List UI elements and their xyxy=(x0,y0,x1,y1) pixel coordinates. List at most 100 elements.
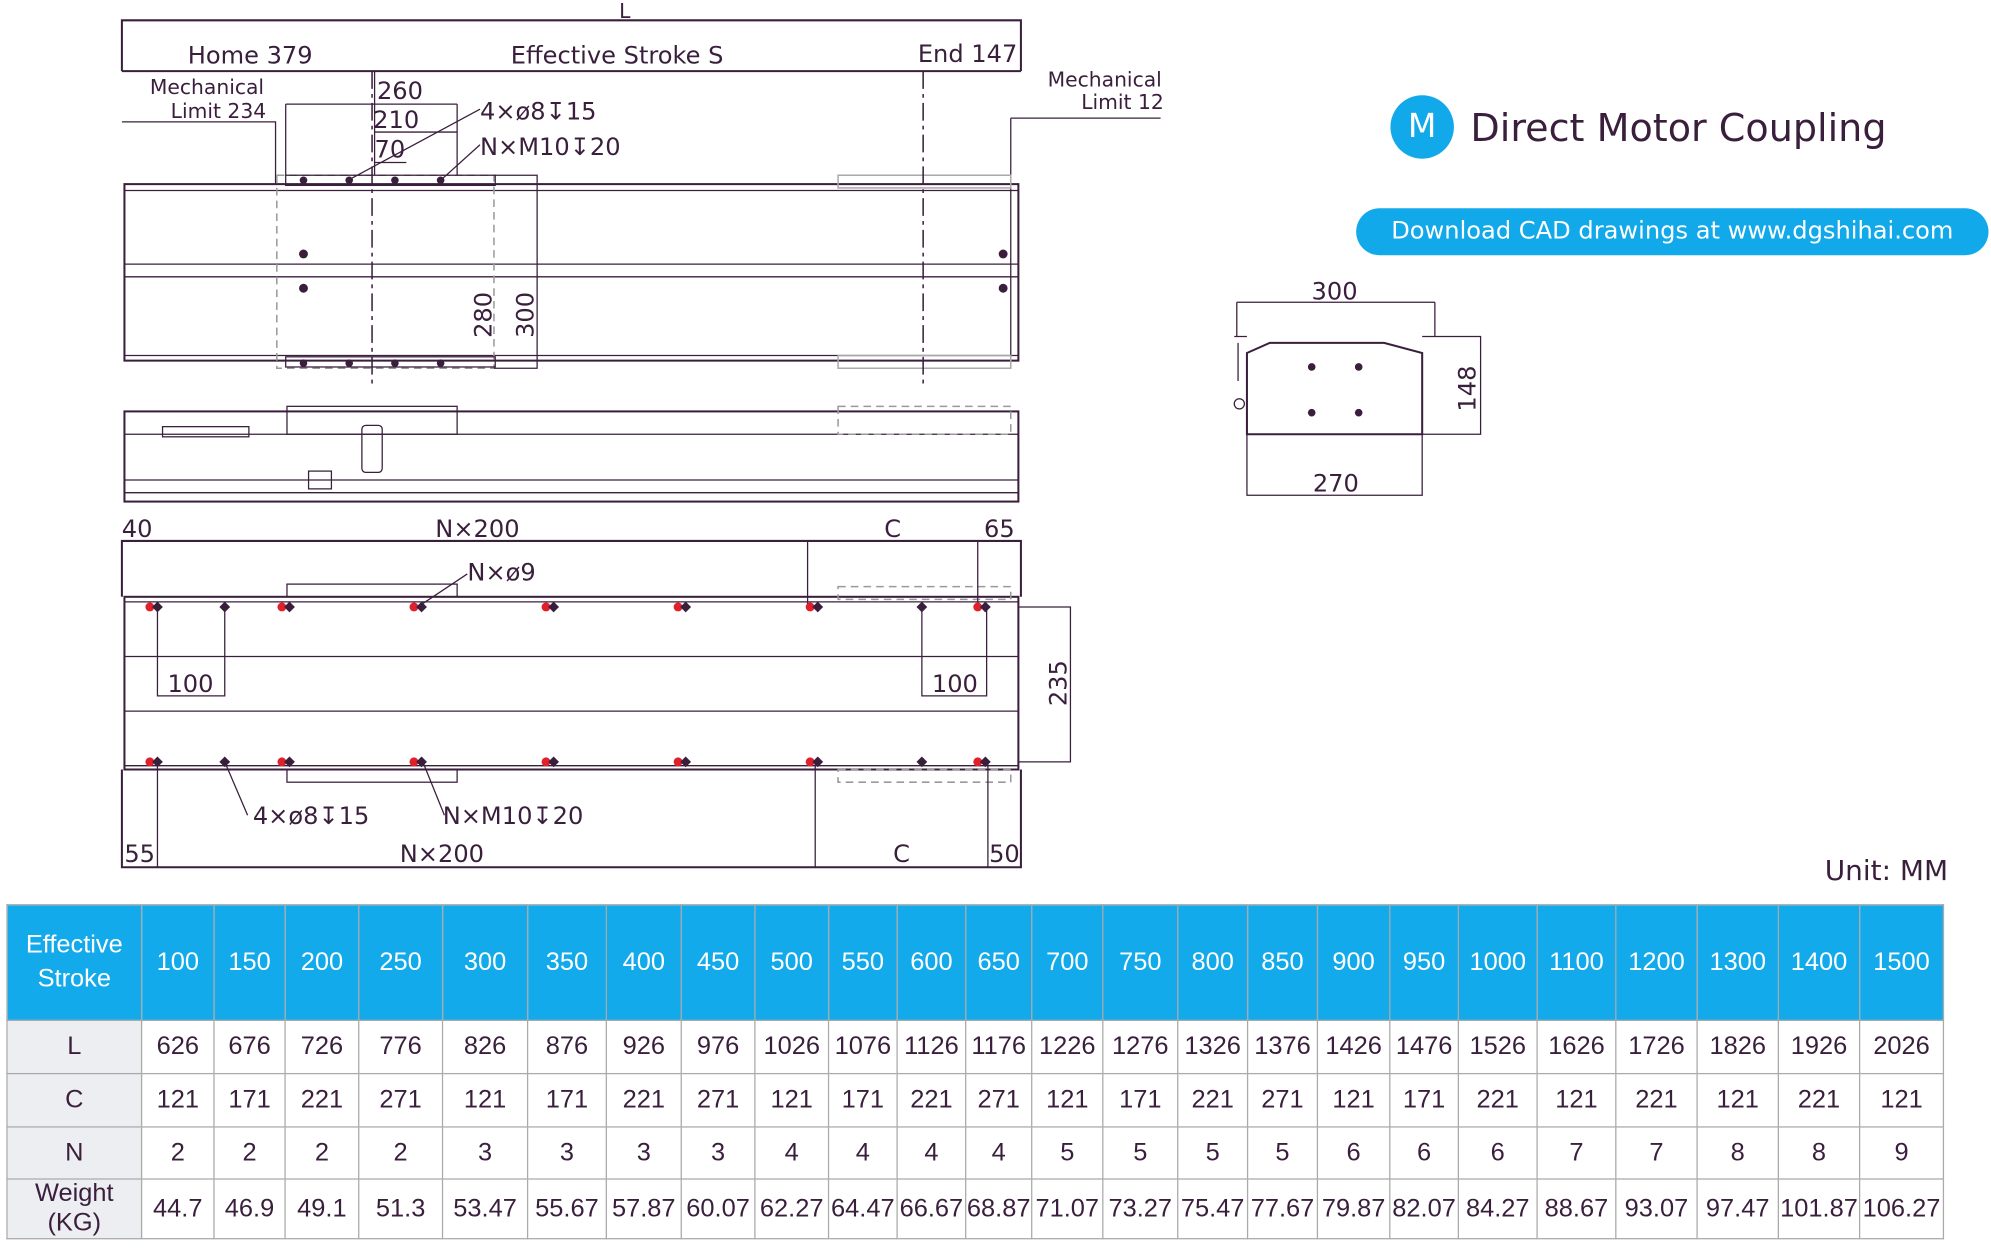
table-cell: 82.07 xyxy=(1389,1178,1460,1240)
table-cell: 6 xyxy=(1316,1126,1391,1180)
table-cell: 68.87 xyxy=(965,1178,1033,1240)
dim-c-bottom: C xyxy=(893,840,910,868)
tapped-hole xyxy=(916,601,928,613)
end-dim-270: 270 xyxy=(1313,469,1359,497)
table-cell: 1476 xyxy=(1389,1019,1460,1075)
table-cell: 57.87 xyxy=(605,1178,682,1240)
table-cell: 97.47 xyxy=(1696,1178,1779,1240)
stroke-header: 250 xyxy=(358,904,444,1021)
table-cell: 3 xyxy=(605,1126,682,1180)
table-cell: 60.07 xyxy=(680,1178,756,1240)
table-cell: 3 xyxy=(526,1126,607,1180)
table-cell: 221 xyxy=(1457,1072,1538,1128)
row-label: N xyxy=(6,1126,143,1180)
table-cell: 1626 xyxy=(1536,1019,1617,1075)
mounting-hole xyxy=(673,757,683,767)
holes-top-label: 4×ø8↧15 xyxy=(480,97,597,125)
stroke-header: 400 xyxy=(605,904,682,1021)
nx9-label: N×ø9 xyxy=(467,558,535,586)
table-cell: 6 xyxy=(1457,1126,1538,1180)
dim-300: 300 xyxy=(511,292,539,338)
table-cell: 46.9 xyxy=(213,1178,286,1240)
table-cell: 7 xyxy=(1615,1126,1698,1180)
table-cell: 2 xyxy=(284,1126,360,1180)
dim-280: 280 xyxy=(469,292,497,338)
row-label: C xyxy=(6,1072,143,1128)
m10-bottom-label: N×M10↧20 xyxy=(443,802,584,830)
stroke-header: 800 xyxy=(1177,904,1249,1021)
table-cell: 271 xyxy=(965,1072,1033,1128)
table-cell: 121 xyxy=(1536,1072,1617,1128)
table-cell: 3 xyxy=(441,1126,529,1180)
table-cell: 1526 xyxy=(1457,1019,1538,1075)
table-cell: 221 xyxy=(605,1072,682,1128)
table-cell: 221 xyxy=(1615,1072,1698,1128)
table-cell: 4 xyxy=(827,1126,898,1180)
table-cell: 5 xyxy=(1031,1126,1104,1180)
tapped-hole xyxy=(979,601,991,613)
table-cell: 2 xyxy=(140,1126,215,1180)
table-cell: 71.07 xyxy=(1031,1178,1104,1240)
table-cell: 926 xyxy=(605,1019,682,1075)
mounting-hole xyxy=(973,602,983,612)
tapped-hole xyxy=(219,601,231,613)
table-cell: 776 xyxy=(358,1019,444,1075)
table-cell: 53.47 xyxy=(441,1178,529,1240)
bottom-view: 40 N×200 C 65 N×ø9 100 100 235 4×ø8↧15 N… xyxy=(120,515,1073,869)
table-cell: 2026 xyxy=(1858,1019,1945,1075)
mounting-hole xyxy=(805,757,815,767)
mounting-hole xyxy=(805,602,815,612)
stroke-header: 950 xyxy=(1389,904,1460,1021)
table-cell: 1026 xyxy=(754,1019,830,1075)
stroke-header: 700 xyxy=(1031,904,1104,1021)
mech-limit-left-2: Limit 234 xyxy=(171,99,267,123)
dim-260: 260 xyxy=(377,77,423,105)
dim-100-right: 100 xyxy=(932,670,978,698)
tapped-hole xyxy=(680,756,692,768)
table-cell: 1276 xyxy=(1102,1019,1179,1075)
download-cad-link[interactable]: Download CAD drawings at www.dgshihai.co… xyxy=(1356,208,1989,256)
table-cell: 8 xyxy=(1696,1126,1779,1180)
tapped-hole xyxy=(548,601,560,613)
table-cell: 51.3 xyxy=(358,1178,444,1240)
dim-235: 235 xyxy=(1045,660,1073,706)
end-dim-148: 148 xyxy=(1454,366,1482,412)
end-dim-300: 300 xyxy=(1312,278,1358,306)
tapped-hole xyxy=(284,601,295,613)
table-cell: 626 xyxy=(140,1019,215,1075)
table-cell: 2 xyxy=(213,1126,286,1180)
table-cell: 73.27 xyxy=(1102,1178,1179,1240)
table-cell: 4 xyxy=(965,1126,1033,1180)
table-cell: 171 xyxy=(1389,1072,1460,1128)
table-cell: 44.7 xyxy=(140,1178,215,1240)
mech-limit-left-1: Mechanical xyxy=(150,75,264,99)
stroke-header: 300 xyxy=(441,904,529,1021)
table-cell: 121 xyxy=(754,1072,830,1128)
table-cell: 171 xyxy=(526,1072,607,1128)
table-cell: 1226 xyxy=(1031,1019,1104,1075)
holes-bottom-label: 4×ø8↧15 xyxy=(253,802,370,830)
table-cell: 1376 xyxy=(1246,1019,1319,1075)
mounting-hole xyxy=(673,602,683,612)
end-label: End 147 xyxy=(918,40,1018,68)
table-cell: 5 xyxy=(1177,1126,1249,1180)
stroke-header: 100 xyxy=(140,904,215,1021)
tapped-hole xyxy=(812,601,824,613)
table-cell: 121 xyxy=(140,1072,215,1128)
stroke-header: 500 xyxy=(754,904,830,1021)
table-cell: 88.67 xyxy=(1536,1178,1617,1240)
mounting-hole xyxy=(145,757,155,767)
table-cell: 93.07 xyxy=(1615,1178,1698,1240)
mounting-hole xyxy=(277,602,287,612)
table-cell: 77.67 xyxy=(1246,1178,1319,1240)
row-label: L xyxy=(6,1019,143,1075)
table-cell: 1826 xyxy=(1696,1019,1779,1075)
table-cell: 171 xyxy=(1102,1072,1179,1128)
stroke-header: 150 xyxy=(213,904,286,1021)
table-cell: 84.27 xyxy=(1457,1178,1538,1240)
table-cell: 1076 xyxy=(827,1019,898,1075)
top-view: L Home 379 Effective Stroke S End 147 Me… xyxy=(120,0,1164,388)
table-cell: 1176 xyxy=(965,1019,1033,1075)
table-cell: 121 xyxy=(1316,1072,1391,1128)
